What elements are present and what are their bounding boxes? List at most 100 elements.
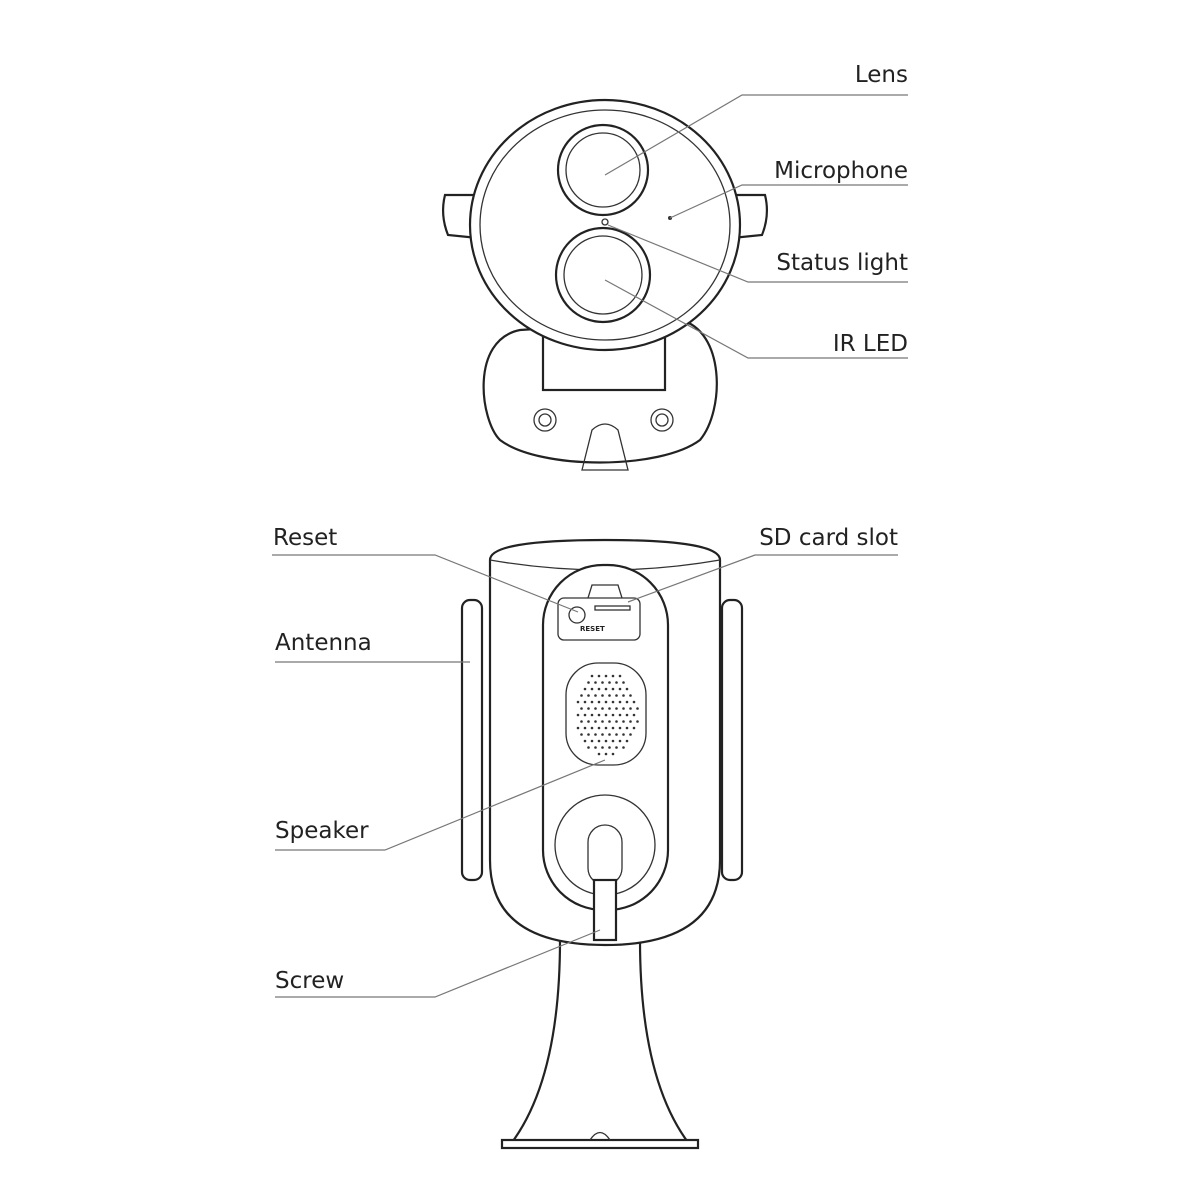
speaker-hole — [611, 739, 615, 743]
speaker-hole — [615, 681, 618, 684]
speaker-hole — [615, 694, 618, 697]
speaker-hole — [625, 687, 629, 691]
speaker-hole — [587, 707, 590, 710]
speaker-hole — [583, 726, 587, 730]
speaker-hole — [601, 733, 604, 736]
speaker-hole — [625, 726, 629, 730]
speaker-hole — [618, 726, 622, 730]
speaker-hole — [597, 674, 601, 678]
speaker-hole — [597, 687, 601, 691]
ir-led-ring — [554, 226, 652, 324]
speaker-hole — [632, 713, 636, 717]
label-status-light: Status light — [776, 250, 908, 276]
lens-ring — [556, 123, 650, 217]
speaker-hole — [618, 700, 622, 704]
speaker-hole — [611, 687, 615, 691]
speaker-hole — [583, 687, 587, 691]
speaker-hole — [608, 694, 611, 697]
leader-lines — [272, 94, 908, 998]
speaker-hole — [594, 707, 597, 710]
speaker-hole — [597, 700, 601, 704]
speaker-hole — [608, 733, 611, 736]
speaker-hole — [625, 700, 629, 704]
label-microphone: Microphone — [774, 158, 908, 184]
speaker-hole — [615, 733, 618, 736]
speaker-hole — [590, 713, 594, 717]
speaker-hole — [576, 713, 580, 717]
speaker-hole — [622, 746, 625, 749]
speaker-hole — [587, 681, 590, 684]
label-sd-card-slot: SD card slot — [759, 525, 898, 551]
speaker-hole — [615, 707, 618, 710]
speaker-hole — [622, 681, 625, 684]
speaker-hole — [580, 707, 583, 710]
status-light-dot — [601, 218, 609, 226]
speaker-hole — [604, 713, 608, 717]
speaker-hole — [594, 746, 597, 749]
speaker-grille — [565, 662, 647, 766]
speaker-hole — [594, 733, 597, 736]
speaker-hole — [590, 687, 594, 691]
speaker-hole — [590, 739, 594, 743]
speaker-hole — [597, 713, 601, 717]
speaker-hole — [604, 674, 608, 678]
speaker-hole — [611, 674, 615, 678]
speaker-hole — [601, 681, 604, 684]
speaker-hole — [604, 700, 608, 704]
speaker-hole — [590, 726, 594, 730]
speaker-hole — [604, 752, 608, 756]
speaker-hole — [611, 752, 615, 756]
speaker-hole — [618, 739, 622, 743]
label-screw: Screw — [275, 968, 344, 994]
speaker-hole — [622, 720, 625, 723]
speaker-hole — [611, 700, 615, 704]
label-lens: Lens — [855, 62, 908, 88]
speaker-hole — [611, 726, 615, 730]
speaker-hole — [618, 687, 622, 691]
speaker-hole — [597, 752, 601, 756]
speaker-hole — [580, 694, 583, 697]
speaker-hole — [615, 746, 618, 749]
speaker-hole — [601, 746, 604, 749]
speaker-holes — [576, 674, 639, 756]
speaker-hole — [590, 700, 594, 704]
camera-back-view: RESET — [460, 538, 744, 1150]
label-antenna: Antenna — [275, 630, 372, 656]
speaker-hole — [629, 720, 632, 723]
speaker-hole — [625, 713, 629, 717]
speaker-hole — [618, 713, 622, 717]
label-reset: Reset — [273, 525, 337, 551]
speaker-hole — [615, 720, 618, 723]
speaker-hole — [590, 674, 594, 678]
speaker-hole — [622, 733, 625, 736]
label-ir-led: IR LED — [833, 331, 908, 357]
speaker-hole — [608, 681, 611, 684]
speaker-hole — [629, 694, 632, 697]
speaker-hole — [597, 726, 601, 730]
speaker-hole — [576, 726, 580, 730]
speaker-hole — [601, 707, 604, 710]
speaker-hole — [636, 720, 639, 723]
speaker-hole — [608, 707, 611, 710]
speaker-hole — [580, 733, 583, 736]
speaker-hole — [587, 746, 590, 749]
speaker-hole — [594, 720, 597, 723]
speaker-hole — [629, 707, 632, 710]
speaker-hole — [583, 713, 587, 717]
speaker-hole — [604, 739, 608, 743]
speaker-hole — [594, 681, 597, 684]
speaker-hole — [601, 720, 604, 723]
speaker-hole — [632, 700, 636, 704]
reset-marking: RESET — [580, 625, 605, 633]
speaker-hole — [587, 720, 590, 723]
camera-front-view — [441, 98, 769, 471]
speaker-hole — [594, 694, 597, 697]
speaker-hole — [597, 739, 601, 743]
speaker-hole — [604, 687, 608, 691]
speaker-hole — [618, 674, 622, 678]
speaker-hole — [587, 694, 590, 697]
speaker-hole — [636, 707, 639, 710]
speaker-hole — [583, 700, 587, 704]
speaker-hole — [611, 713, 615, 717]
speaker-hole — [604, 726, 608, 730]
